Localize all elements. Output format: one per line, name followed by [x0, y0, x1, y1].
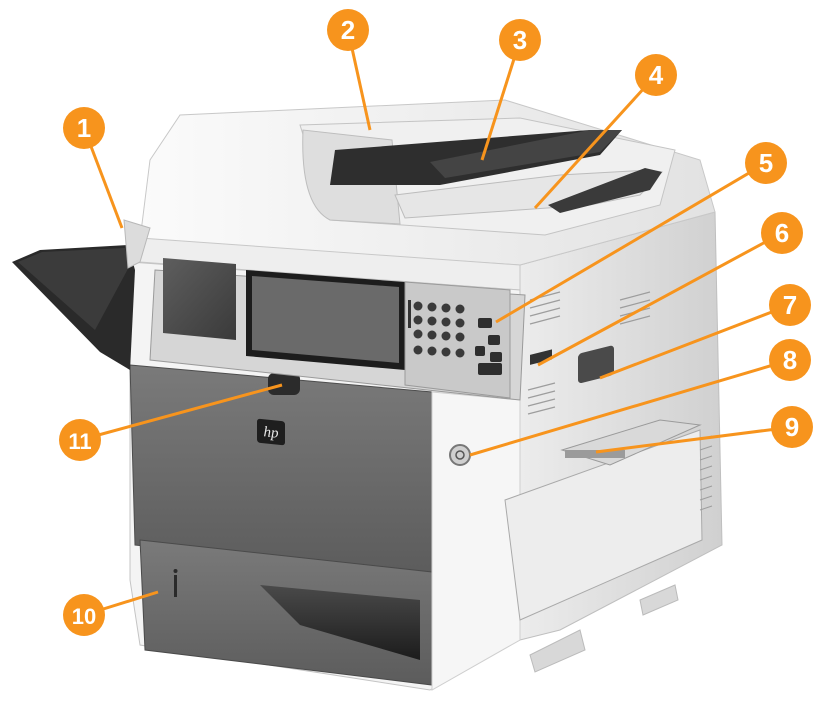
callout-label-1: 1: [77, 113, 91, 143]
paper-level-dot: [173, 569, 178, 573]
callout-marker-10: [63, 594, 105, 636]
keypad-key[interactable]: [427, 302, 437, 312]
callout-leader-5: [495, 161, 767, 324]
callout-label-2: 2: [341, 15, 355, 45]
paper-level-indicator: [174, 575, 177, 597]
adf-input-tray-top: [430, 130, 622, 178]
callout-label-11: 11: [68, 429, 91, 454]
callout-marker-9: [771, 406, 813, 448]
power-icon: [455, 450, 465, 460]
keypad-key[interactable]: [441, 347, 451, 357]
right-door-latch[interactable]: [578, 345, 614, 384]
keypad-key[interactable]: [441, 331, 451, 341]
front-right-strip: [431, 391, 521, 691]
keypad-key[interactable]: [427, 316, 437, 326]
control-panel-left-pad: [163, 258, 236, 340]
callout-label-10: 10: [72, 604, 96, 629]
callout-leader-4: [533, 73, 658, 210]
tray-1-handle[interactable]: [565, 450, 625, 458]
keypad-key[interactable]: [455, 348, 465, 358]
callout-marker-4: [635, 54, 677, 96]
interface-slot[interactable]: [530, 349, 552, 365]
callout-label-3: 3: [513, 25, 527, 55]
output-bin-surface: [18, 248, 130, 330]
touch-screen-display[interactable]: [252, 276, 399, 363]
keypad-key[interactable]: [413, 315, 423, 325]
function-key[interactable]: [478, 318, 492, 328]
keypad-key[interactable]: [441, 303, 451, 313]
callout-marker-1: [63, 107, 105, 149]
tray-2-handle[interactable]: [260, 585, 420, 660]
keypad-key[interactable]: [413, 301, 423, 311]
numeric-keypad: [408, 300, 502, 375]
door-handle-slot[interactable]: [268, 373, 300, 395]
output-bin-mount: [123, 219, 151, 269]
callout-leaders: [79, 29, 793, 617]
hp-logo-icon: hp: [257, 418, 285, 446]
callout-markers: 1 2 3 4 5 6 7 8 9 10 11: [59, 9, 813, 636]
callout-label-8: 8: [783, 345, 797, 375]
callout-marker-5: [745, 142, 787, 184]
callout-marker-2: [327, 9, 369, 51]
hp-logo-text: hp: [264, 424, 279, 442]
callout-label-9: 9: [785, 412, 799, 442]
callout-leader-11: [79, 383, 283, 442]
keypad-key[interactable]: [455, 332, 465, 342]
callout-leader-9: [595, 425, 793, 454]
keypad-key[interactable]: [455, 304, 465, 314]
function-key[interactable]: [490, 352, 502, 362]
callout-marker-6: [761, 212, 803, 254]
callout-marker-11: [59, 419, 101, 461]
callout-marker-3: [499, 19, 541, 61]
callout-label-4: 4: [649, 60, 664, 90]
rear-vents: [699, 435, 713, 511]
callout-leader-7: [599, 303, 791, 380]
power-button[interactable]: [449, 444, 471, 466]
usb-slot-indicator: [408, 300, 411, 328]
callout-label-6: 6: [775, 218, 789, 248]
function-key[interactable]: [488, 335, 500, 345]
keypad-key[interactable]: [413, 345, 423, 355]
callout-marker-7: [769, 284, 811, 326]
document-feeder: [299, 117, 676, 236]
function-key[interactable]: [475, 346, 485, 356]
keypad-key[interactable]: [413, 329, 423, 339]
keypad-key[interactable]: [455, 318, 465, 328]
right-foot: [529, 629, 586, 673]
rear-foot: [639, 584, 679, 616]
keypad-key[interactable]: [427, 330, 437, 340]
keypad-key[interactable]: [427, 346, 437, 356]
callout-leader-6: [537, 231, 783, 367]
function-key[interactable]: [478, 363, 502, 375]
callout-label-5: 5: [759, 148, 773, 178]
side-details: [504, 291, 713, 673]
callout-marker-8: [769, 339, 811, 381]
adf-output-tray[interactable]: [548, 168, 662, 213]
output-bin: [12, 219, 151, 370]
callout-label-7: 7: [783, 290, 797, 320]
side-vents-lower: [527, 382, 556, 415]
keypad-key[interactable]: [441, 317, 451, 327]
callout-leader-8: [469, 358, 791, 457]
